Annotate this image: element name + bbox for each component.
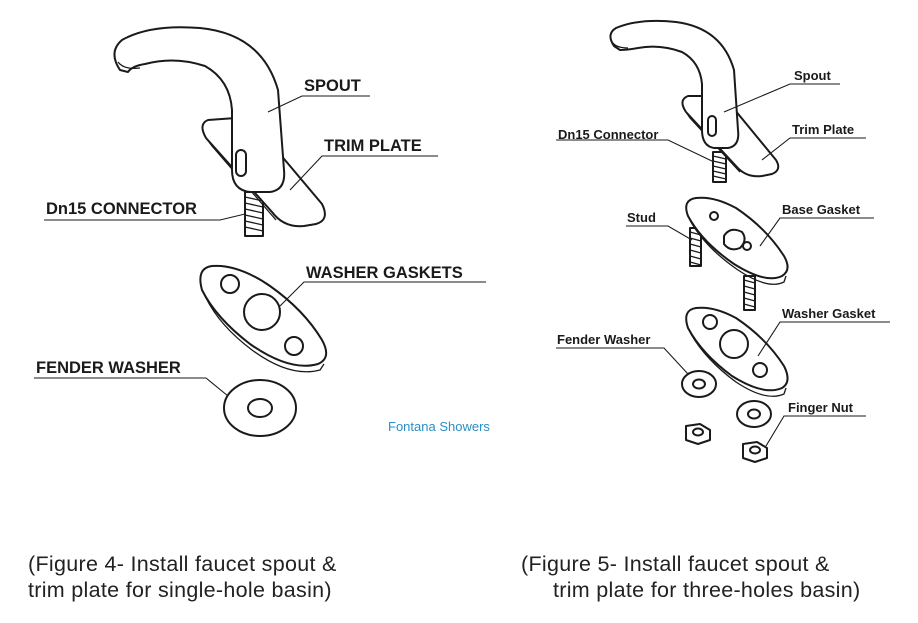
fig5-trim-plate-leader: [761, 137, 866, 161]
fig4-connector-leader: [44, 213, 246, 221]
fig5-label-trim-plate: Trim Plate: [792, 122, 854, 137]
watermark-text: Fontana Showers: [388, 419, 490, 434]
fig4-fender-washer-leader: [34, 377, 229, 397]
fig4-trim-plate-leader: [289, 155, 438, 191]
fig5-spout-leader: [723, 83, 840, 113]
fig4-washer-gasket-part: [199, 264, 328, 373]
figure-4-drawing: SPOUT TRIM PLATE Dn15 CONNECTOR WASHER G…: [34, 26, 486, 437]
figure-4-caption-line2: trim plate for single-hole basin): [28, 578, 332, 602]
fig5-label-connector: Dn15 Connector: [558, 127, 658, 142]
fig5-fender-washer-leader: [556, 347, 689, 375]
fig4-label-washer-gaskets: WASHER GASKETS: [306, 264, 463, 282]
fig5-base-gasket-leader: [759, 217, 874, 247]
fig5-label-base-gasket: Base Gasket: [782, 202, 861, 217]
fig5-label-fender-washer: Fender Washer: [557, 332, 650, 347]
figure-5-drawing: Spout Trim Plate Dn15 Connector Stud Bas…: [556, 19, 890, 463]
fig4-label-connector: Dn15 CONNECTOR: [46, 200, 197, 218]
figure-5-caption-line1: (Figure 5- Install faucet spout &: [521, 552, 830, 576]
fig5-label-spout: Spout: [794, 68, 831, 83]
fig4-fender-washer-part: [223, 379, 297, 437]
fig5-finger-nut-leader: [765, 415, 866, 447]
fig5-connector-part: [712, 151, 727, 183]
figure-4-caption-line1: (Figure 4- Install faucet spout &: [28, 552, 337, 576]
fig4-label-fender-washer: FENDER WASHER: [36, 359, 181, 377]
fig4-label-trim-plate: TRIM PLATE: [324, 137, 422, 155]
figure-5-caption-line2: trim plate for three-holes basin): [553, 578, 861, 602]
fig4-spout-part: [113, 26, 286, 193]
fig5-label-stud: Stud: [627, 210, 656, 225]
fig5-finger-nut-part: [685, 423, 768, 463]
fig5-stud-leader: [626, 225, 693, 241]
fig5-label-finger-nut: Finger Nut: [788, 400, 854, 415]
fig5-label-washer-gasket: Washer Gasket: [782, 306, 876, 321]
fig5-spout-part: [609, 19, 740, 149]
fig5-connector-leader: [556, 139, 715, 163]
fig4-spout-leader: [267, 95, 370, 113]
fig5-washer-gasket-leader: [757, 321, 890, 357]
fig5-washer-gasket-part: [685, 306, 789, 397]
fig4-washer-gaskets-leader: [279, 281, 486, 307]
fig5-fender-washer-part: [681, 370, 772, 428]
fig5-base-gasket-part: [685, 196, 789, 311]
fig4-label-spout: SPOUT: [304, 77, 361, 95]
